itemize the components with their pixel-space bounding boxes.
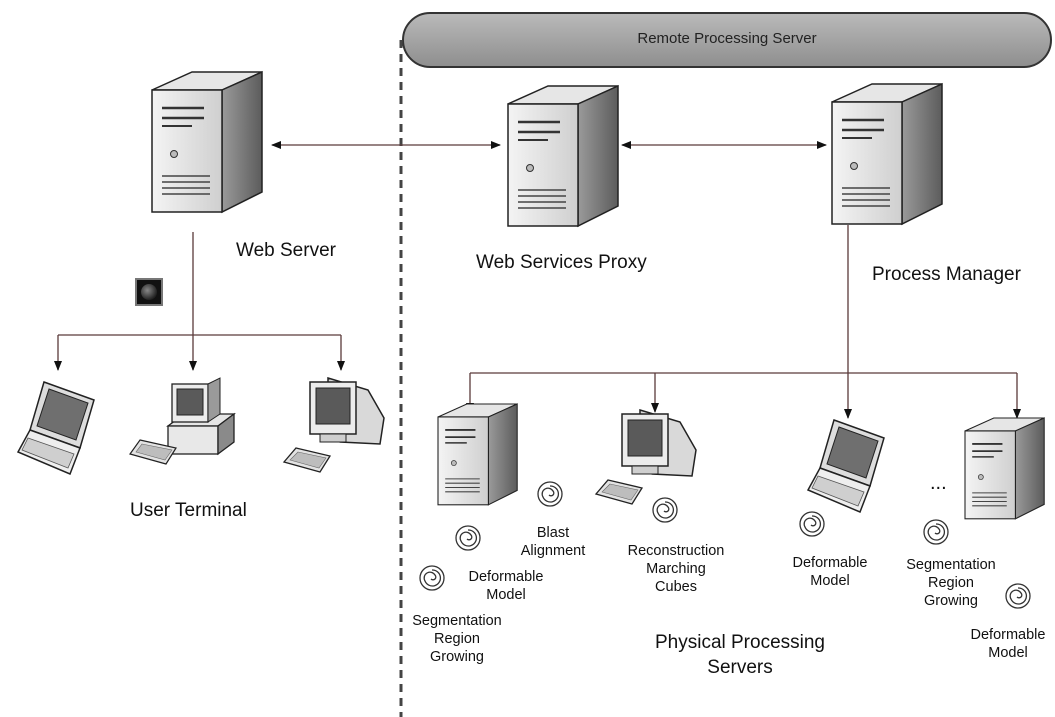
web-server-icon — [150, 70, 264, 214]
user-laptop-icon — [17, 381, 95, 475]
task-label: Segmentation Region Growing — [412, 613, 502, 665]
task-label: Reconstruction Marching Cubes — [627, 543, 725, 595]
web-server-label: Web Server — [236, 240, 336, 261]
user-workstation-icon — [129, 377, 235, 465]
more-servers-ellipsis: ... — [930, 472, 947, 494]
processing-server-2-icon — [964, 417, 1046, 520]
process-manager-icon — [830, 82, 944, 226]
spiral-task-icon — [923, 519, 949, 545]
task-label: Deformable Model — [792, 555, 868, 589]
remote-processing-server-bar — [402, 12, 1052, 68]
task-label: Deformable Model — [970, 627, 1046, 661]
task-label: Deformable Model — [468, 569, 544, 603]
task-label: Blast Alignment — [520, 525, 586, 559]
process-manager-label: Process Manager — [872, 264, 1021, 285]
task-label: Segmentation Region Growing — [906, 557, 996, 609]
spiral-task-icon — [419, 565, 445, 591]
spiral-task-icon — [455, 525, 481, 551]
globe-icon — [135, 278, 163, 306]
web-services-proxy-label: Web Services Proxy — [476, 252, 647, 273]
spiral-task-icon — [537, 481, 563, 507]
user-desktop-icon — [283, 377, 385, 473]
processing-laptop-icon — [807, 419, 885, 513]
processing-server-1-icon — [437, 403, 519, 506]
processing-desktop-icon — [595, 409, 697, 505]
connections — [54, 141, 1021, 419]
physical-processing-servers-label: Physical Processing Servers — [654, 632, 826, 678]
web-services-proxy-icon — [506, 84, 620, 228]
spiral-task-icon — [799, 511, 825, 537]
user-terminal-label: User Terminal — [130, 500, 247, 521]
spiral-task-icon — [652, 497, 678, 523]
remote-processing-server-label: Remote Processing Server — [637, 30, 817, 47]
spiral-task-icon — [1005, 583, 1031, 609]
